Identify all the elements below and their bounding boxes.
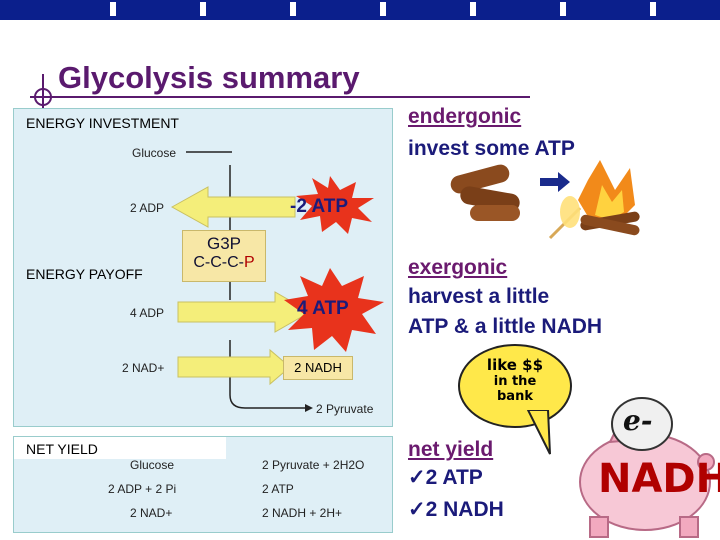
adp-payoff-label: 4 ADP — [130, 306, 165, 320]
bubble-line-2: in the — [493, 374, 537, 389]
logs-fire-illustration — [450, 160, 640, 240]
g3p-formula: C-C-C-P — [183, 254, 265, 272]
net-yield-item-2: ✓2 NADH — [408, 497, 504, 523]
g3p-carbons: C-C-C- — [193, 254, 244, 271]
arrow-icon — [540, 172, 570, 192]
net-yield-label-bg — [14, 437, 226, 459]
exergonic-line-2: ATP & a little NADH — [408, 315, 603, 338]
pyruvate-label: 2 Pyruvate — [316, 402, 374, 416]
atp-investment-label: -2 ATP — [290, 196, 349, 217]
nadh-sign: NADH — [598, 456, 720, 502]
bubble-line-1: like $$ — [486, 356, 544, 374]
fire-icon — [578, 160, 640, 236]
header-tick — [110, 2, 116, 16]
net-row-right: 2 Pyruvate + 2H2O — [262, 458, 365, 472]
header-tick — [290, 2, 296, 16]
exergonic-line-1: harvest a little — [408, 285, 550, 308]
net-yield-title: net yield — [408, 438, 494, 461]
check-icon: ✓ — [408, 466, 426, 489]
page-title: Glycolysis summary — [58, 60, 360, 95]
atp-payoff-label: 4 ATP — [297, 298, 349, 319]
bubble-line-3: bank — [497, 389, 533, 404]
energy-payoff-label: ENERGY PAYOFF — [26, 266, 143, 282]
net-row-left: 2 NAD+ — [130, 506, 173, 520]
g3p-phosphate: P — [243, 254, 255, 271]
glucose-label: Glucose — [132, 146, 177, 160]
g3p-title: G3P — [206, 234, 242, 253]
exergonic-title: exergonic — [408, 256, 508, 279]
nad-arrow — [177, 348, 291, 386]
atp-burst-payoff — [284, 268, 384, 352]
match-icon — [548, 196, 582, 240]
net-row-right: 2 ATP — [262, 482, 294, 496]
net-yield-item-1-text: 2 ATP — [425, 466, 483, 489]
investment-arrow — [170, 186, 296, 228]
nad-label: 2 NAD+ — [122, 361, 165, 375]
logs-icon — [450, 164, 520, 221]
header-tick — [380, 2, 386, 16]
pyruvate-arrow-line — [229, 394, 305, 409]
energy-investment-label: ENERGY INVESTMENT — [26, 115, 179, 131]
adp-investment-label: 2 ADP — [130, 201, 165, 215]
title-underline — [30, 96, 530, 98]
bubble-tail — [526, 410, 551, 455]
check-icon: ✓ — [408, 498, 426, 521]
header-tick — [560, 2, 566, 16]
nadh-box: 2 NADH — [283, 356, 353, 380]
piggy-bank-icon — [579, 397, 715, 538]
net-row-left: 2 ADP + 2 Pi — [108, 482, 177, 496]
net-yield-item-1: ✓2 ATP — [408, 465, 483, 491]
endergonic-text: invest some ATP — [408, 137, 575, 160]
net-yield-item-2-text: 2 NADH — [425, 498, 504, 521]
speech-bubble: like $$ in the bank — [458, 344, 572, 428]
payoff-arrow — [177, 291, 312, 333]
header-tick — [470, 2, 476, 16]
net-row-right: 2 NADH + 2H+ — [262, 506, 343, 520]
net-yield-label: NET YIELD — [26, 441, 98, 457]
pyruvate-arrowhead — [305, 404, 313, 412]
header-tick — [200, 2, 206, 16]
endergonic-title: endergonic — [408, 105, 522, 128]
header-tick — [650, 2, 656, 16]
header-bar — [0, 0, 720, 20]
piggy-electron-label: e- — [623, 404, 653, 437]
net-row-left: Glucose — [130, 458, 175, 472]
atp-burst-investment — [296, 176, 374, 234]
g3p-box: G3P C-C-C-P — [182, 230, 266, 282]
